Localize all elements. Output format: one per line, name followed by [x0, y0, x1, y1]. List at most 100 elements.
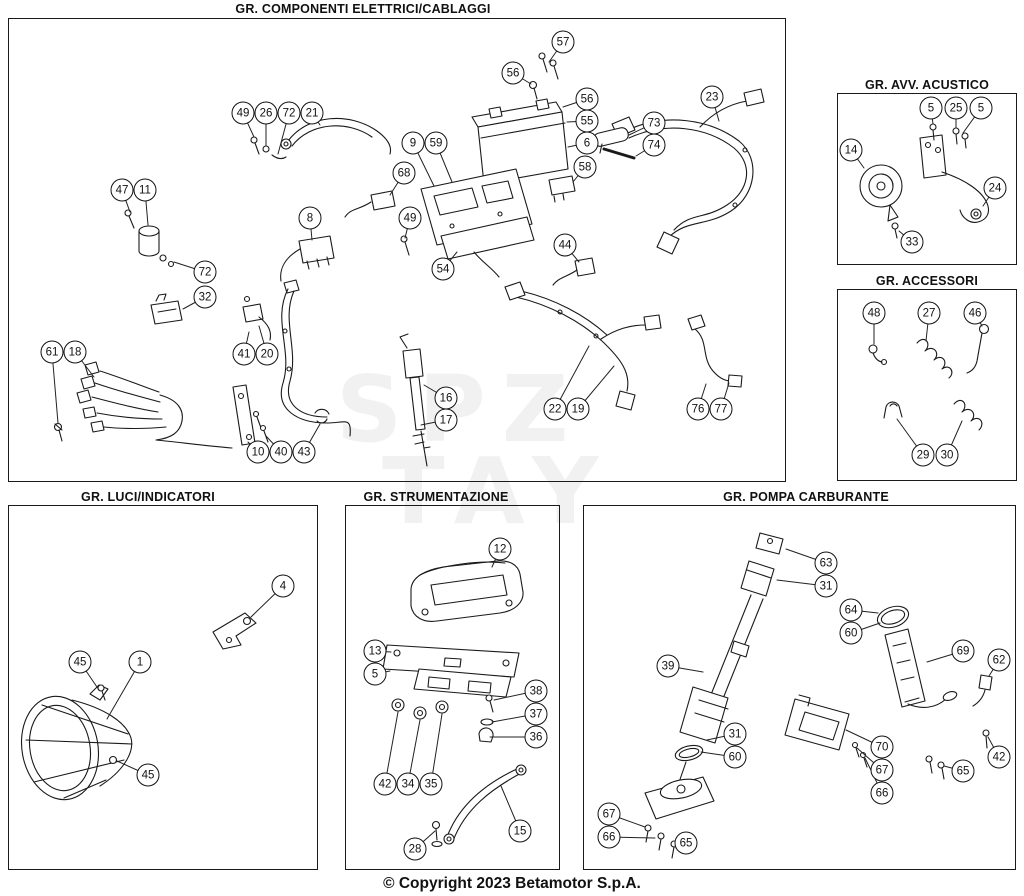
regulator-sketch	[124, 209, 183, 325]
callout-avvisatore-24: 24	[983, 176, 1007, 200]
leader-line	[430, 713, 443, 785]
rear-harness-sketch	[504, 257, 743, 411]
callout-strumentazione-28: 28	[403, 837, 427, 861]
callout-pompa-60: 60	[839, 621, 863, 645]
callout-strumentazione-36: 36	[524, 725, 548, 749]
instrument-cluster-sketch	[382, 560, 527, 848]
callout-pompa-60: 60	[723, 745, 747, 769]
callout-pompa-66: 66	[870, 781, 894, 805]
callout-luci-45: 45	[68, 650, 92, 674]
callout-elettrici-18: 18	[63, 340, 87, 364]
callout-elettrici-21: 21	[300, 101, 324, 125]
callout-elettrici-23: 23	[700, 85, 724, 109]
panel-title-avvisatore: GR. AVV. ACUSTICO	[864, 78, 990, 92]
callout-strumentazione-42: 42	[373, 772, 397, 796]
panel-title-luci: GR. LUCI/INDICATORI	[81, 490, 215, 504]
callout-pompa-31: 31	[814, 574, 838, 598]
horn-sketch	[859, 123, 990, 239]
ecu-plate-sketch	[420, 168, 535, 278]
main-harness-sketch	[593, 88, 765, 255]
wiring-loom-sketch	[53, 361, 233, 449]
callout-avvisatore-14: 14	[839, 138, 863, 162]
callout-accessori-30: 30	[935, 443, 959, 467]
callout-pompa-70: 70	[870, 735, 894, 759]
callout-elettrici-32: 32	[193, 285, 217, 309]
ground-cable-sketch	[250, 117, 392, 160]
callout-elettrici-16: 16	[434, 386, 458, 410]
callout-strumentazione-37: 37	[524, 702, 548, 726]
accessory-parts-sketch	[868, 323, 990, 431]
watermark: TAY	[382, 438, 615, 545]
panel-title-accessori: GR. ACCESSORI	[875, 274, 979, 288]
callout-strumentazione-13: 13	[363, 639, 387, 663]
callout-avvisatore-33: 33	[900, 230, 924, 254]
fuel-pump-sketch	[644, 532, 993, 859]
panel-title-strumentazione: GR. STRUMENTAZIONE	[363, 490, 509, 504]
callout-elettrici-40: 40	[269, 440, 293, 464]
callout-strumentazione-5: 5	[363, 662, 387, 686]
callout-pompa-62: 62	[987, 648, 1011, 672]
callout-pompa-65: 65	[951, 759, 975, 783]
callout-avvisatore-5: 5	[969, 96, 993, 120]
callout-avvisatore-5: 5	[919, 96, 943, 120]
callout-elettrici-20: 20	[255, 342, 279, 366]
callout-luci-4: 4	[271, 574, 295, 598]
relay-sketch	[280, 190, 410, 282]
callout-elettrici-55: 55	[575, 109, 599, 133]
panel-luci	[8, 505, 318, 870]
callout-accessori-27: 27	[917, 301, 941, 325]
callout-elettrici-44: 44	[553, 233, 577, 257]
callout-pompa-64: 64	[839, 598, 863, 622]
callout-elettrici-26: 26	[254, 101, 278, 125]
callout-pompa-67: 67	[597, 802, 621, 826]
callout-elettrici-54: 54	[431, 257, 455, 281]
panel-pompa	[583, 505, 1016, 870]
callout-strumentazione-15: 15	[508, 819, 532, 843]
callout-strumentazione-12: 12	[488, 537, 512, 561]
callout-pompa-39: 39	[656, 654, 680, 678]
callout-elettrici-59: 59	[424, 131, 448, 155]
callout-elettrici-74: 74	[642, 133, 666, 157]
callout-pompa-66: 66	[597, 825, 621, 849]
panel-title-elettrici: GR. COMPONENTI ELETTRICI/CABLAGGI	[235, 2, 491, 16]
callout-elettrici-17: 17	[434, 408, 458, 432]
callout-elettrici-47: 47	[110, 178, 134, 202]
callout-elettrici-58: 58	[573, 155, 597, 179]
panel-strumentazione	[345, 505, 560, 870]
callout-elettrici-68: 68	[392, 161, 416, 185]
copyright-text: © Copyright 2023 Betamotor S.p.A.	[383, 875, 641, 892]
callout-pompa-65: 65	[674, 831, 698, 855]
callout-elettrici-8: 8	[298, 206, 322, 230]
callout-elettrici-72: 72	[193, 260, 217, 284]
callout-strumentazione-38: 38	[524, 679, 548, 703]
panel-avvisatore	[837, 93, 1017, 265]
callout-strumentazione-35: 35	[419, 772, 443, 796]
callout-accessori-29: 29	[911, 443, 935, 467]
callout-elettrici-72: 72	[277, 101, 301, 125]
callout-accessori-46: 46	[963, 301, 987, 325]
callout-elettrici-9: 9	[401, 131, 425, 155]
callout-elettrici-57: 57	[551, 30, 575, 54]
center-harness-sketch	[242, 279, 351, 437]
callout-accessori-48: 48	[862, 301, 886, 325]
callout-strumentazione-34: 34	[396, 772, 420, 796]
callout-elettrici-61: 61	[40, 340, 64, 364]
callout-elettrici-76: 76	[686, 397, 710, 421]
leader-line	[51, 351, 59, 424]
callout-elettrici-56: 56	[501, 61, 525, 85]
callout-pompa-67: 67	[870, 758, 894, 782]
callout-elettrici-56: 56	[575, 87, 599, 111]
callout-elettrici-22: 22	[543, 397, 567, 421]
callout-elettrici-6: 6	[575, 131, 599, 155]
callout-pompa-31: 31	[723, 722, 747, 746]
callout-elettrici-19: 19	[566, 397, 590, 421]
panel-accessori	[837, 289, 1017, 481]
battery-sketch	[471, 52, 576, 203]
callout-elettrici-77: 77	[709, 397, 733, 421]
callout-avvisatore-25: 25	[944, 96, 968, 120]
callout-elettrici-11: 11	[133, 178, 157, 202]
panel-title-pompa: GR. POMPA CARBURANTE	[723, 490, 889, 504]
callout-elettrici-41: 41	[232, 342, 256, 366]
